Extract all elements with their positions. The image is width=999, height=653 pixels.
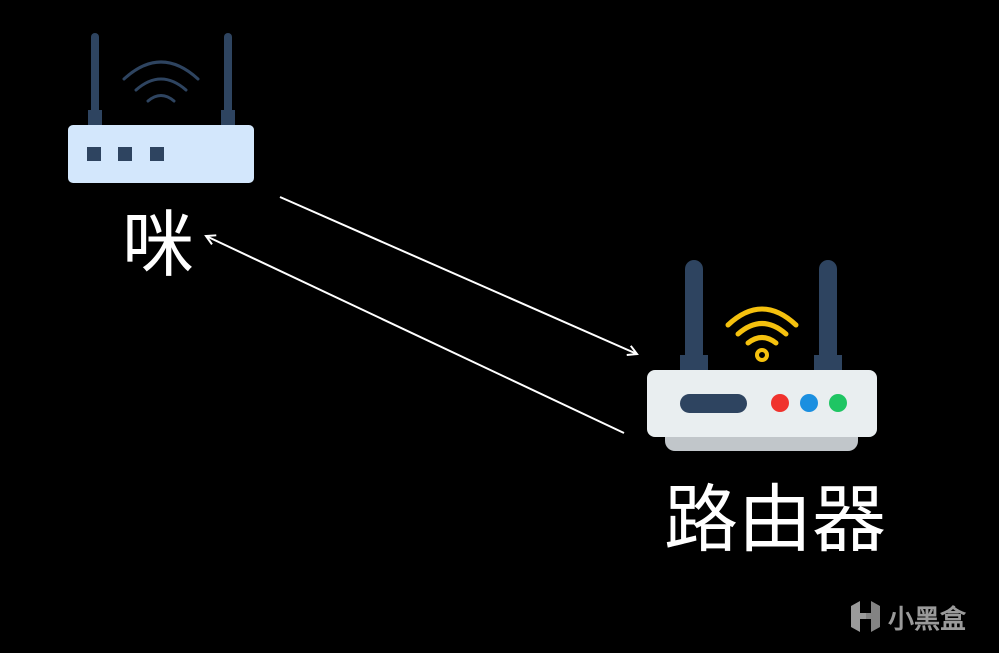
router-icon-left	[68, 33, 254, 183]
led-green	[829, 394, 847, 412]
led-red	[771, 394, 789, 412]
display-bar	[680, 394, 747, 413]
antenna-left	[685, 260, 703, 365]
port-2	[118, 147, 132, 161]
watermark-text: 小黑盒	[888, 604, 967, 635]
node-label-left: 咪	[122, 203, 194, 287]
node-label-right: 路由器	[664, 477, 886, 563]
antenna-right	[819, 260, 837, 365]
antenna-right	[224, 33, 232, 118]
router-body	[647, 370, 877, 437]
antenna-left	[91, 33, 99, 118]
watermark: 小黑盒	[851, 601, 967, 635]
antenna-base-right	[221, 110, 235, 126]
watermark-logo-icon	[851, 601, 880, 632]
arrow-right-to-left	[206, 236, 625, 434]
wifi-router-icon-right	[647, 260, 877, 451]
antenna-base-left	[88, 110, 102, 126]
port-3	[150, 147, 164, 161]
antenna-base-right	[814, 355, 842, 373]
wifi-icon	[122, 60, 200, 103]
port-1	[87, 147, 101, 161]
led-blue	[800, 394, 818, 412]
antenna-base-left	[680, 355, 708, 373]
arrow-left-to-right	[279, 196, 637, 354]
wifi-signal-icon	[725, 306, 799, 362]
